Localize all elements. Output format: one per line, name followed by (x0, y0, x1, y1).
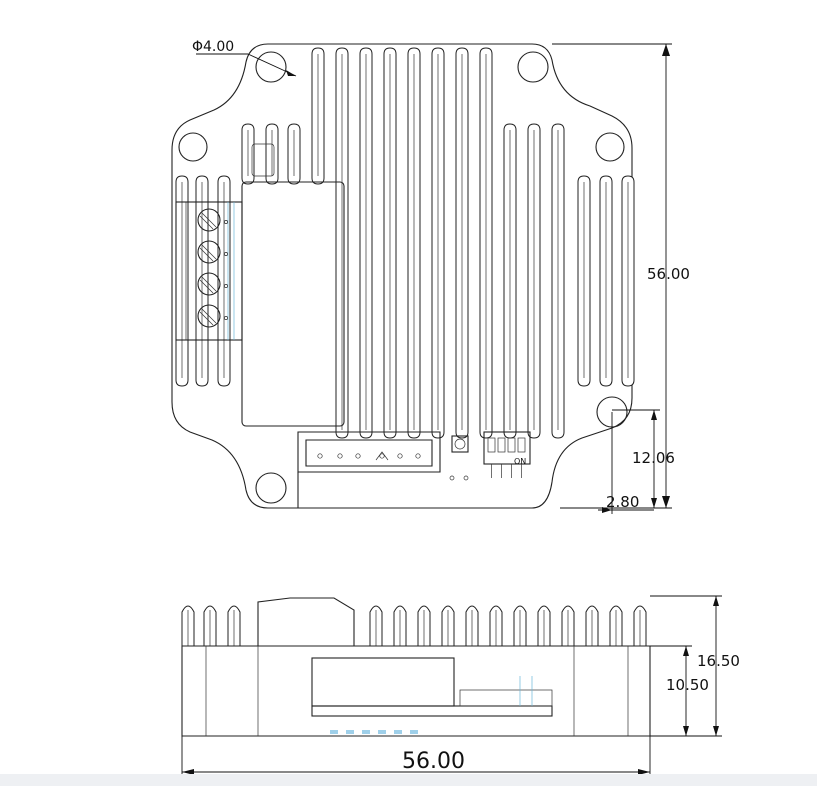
side-pins (330, 730, 418, 734)
top-fin (599, 175, 613, 387)
top-fin (479, 47, 493, 439)
top-fin (241, 123, 255, 185)
hole-offset-x-label: 2.80 (606, 493, 639, 511)
top-fin (407, 47, 421, 439)
dip-key (517, 437, 526, 453)
side-pin (394, 730, 402, 734)
motor-connector (297, 431, 441, 473)
top-fin (287, 123, 301, 185)
top-fin (217, 175, 231, 387)
dimension-hole-offset-y: 12.06 (612, 409, 675, 508)
terminal-screw (197, 208, 228, 232)
connector-pins (317, 451, 421, 461)
top-fin (527, 123, 541, 439)
connector-pin (379, 453, 385, 459)
driver-enclosure (241, 181, 345, 427)
side-pin (362, 730, 370, 734)
top-fin (335, 47, 349, 439)
side-pin (330, 730, 338, 734)
dimension-hole-diameter: Φ4.00 (192, 39, 297, 77)
side-hole-left (178, 132, 208, 162)
top-fin (503, 123, 517, 439)
mounting-hole-top-left (255, 51, 287, 83)
svg-text:ON: ON (514, 457, 526, 466)
top-fin (383, 47, 397, 439)
height-label: 56.00 (647, 265, 690, 283)
side-view: 16.50 10.50 56.00 (181, 595, 740, 778)
top-fin (431, 47, 445, 439)
terminal-block (175, 201, 243, 341)
body-height-label: 10.50 (666, 676, 709, 694)
terminal-screw (197, 304, 228, 328)
driver-cap (251, 143, 275, 177)
top-view-outline (171, 43, 633, 509)
top-fin (621, 175, 635, 387)
side-pcb-board (311, 705, 553, 717)
side-base (181, 645, 651, 737)
side-pin (346, 730, 354, 734)
dip-key (487, 437, 496, 453)
top-fin (455, 47, 469, 439)
dip-switch (483, 431, 531, 465)
top-fin (175, 175, 189, 387)
mounting-hole-top-right (517, 51, 549, 83)
mounting-hole-bottom-left (255, 472, 287, 504)
top-fin (551, 123, 565, 439)
hole-diameter-label: Φ4.00 (192, 39, 234, 55)
terminal-screw (197, 240, 228, 264)
side-view-fins (181, 605, 647, 646)
connector-pin (415, 453, 421, 459)
connector-key (375, 451, 389, 461)
side-pin (410, 730, 418, 734)
terminal-screws (197, 208, 228, 328)
top-fin (311, 47, 325, 185)
side-pcb (311, 657, 455, 707)
top-fin (195, 175, 209, 387)
dip-key (507, 437, 516, 453)
side-driver-block (257, 597, 355, 646)
connector-pin (317, 453, 323, 459)
potentiometer (451, 435, 469, 453)
top-fin (577, 175, 591, 387)
top-fin (359, 47, 373, 439)
dimension-total-height: 16.50 (650, 595, 740, 737)
top-view: ON Φ4.00 56.00 12.06 (171, 39, 690, 514)
connector-pin (397, 453, 403, 459)
connector-pin (337, 453, 343, 459)
dimension-top-height: 56.00 (552, 43, 690, 509)
dimension-hole-offset-x: 2.80 (598, 412, 654, 514)
side-pin (378, 730, 386, 734)
total-height-label: 16.50 (697, 652, 740, 670)
dip-key (497, 437, 506, 453)
dimension-side-width: 56.00 (181, 736, 651, 778)
terminal-screw (197, 272, 228, 296)
side-hole-right (595, 132, 625, 162)
side-width-label: 56.00 (402, 749, 465, 774)
top-fin (265, 123, 279, 185)
dimension-body-height: 10.50 (650, 645, 709, 736)
top-view-fins (175, 47, 635, 439)
footer-band (0, 774, 817, 786)
connector-pin (355, 453, 361, 459)
dip-switch-keys (487, 437, 526, 478)
hole-offset-y-label: 12.06 (632, 449, 675, 467)
